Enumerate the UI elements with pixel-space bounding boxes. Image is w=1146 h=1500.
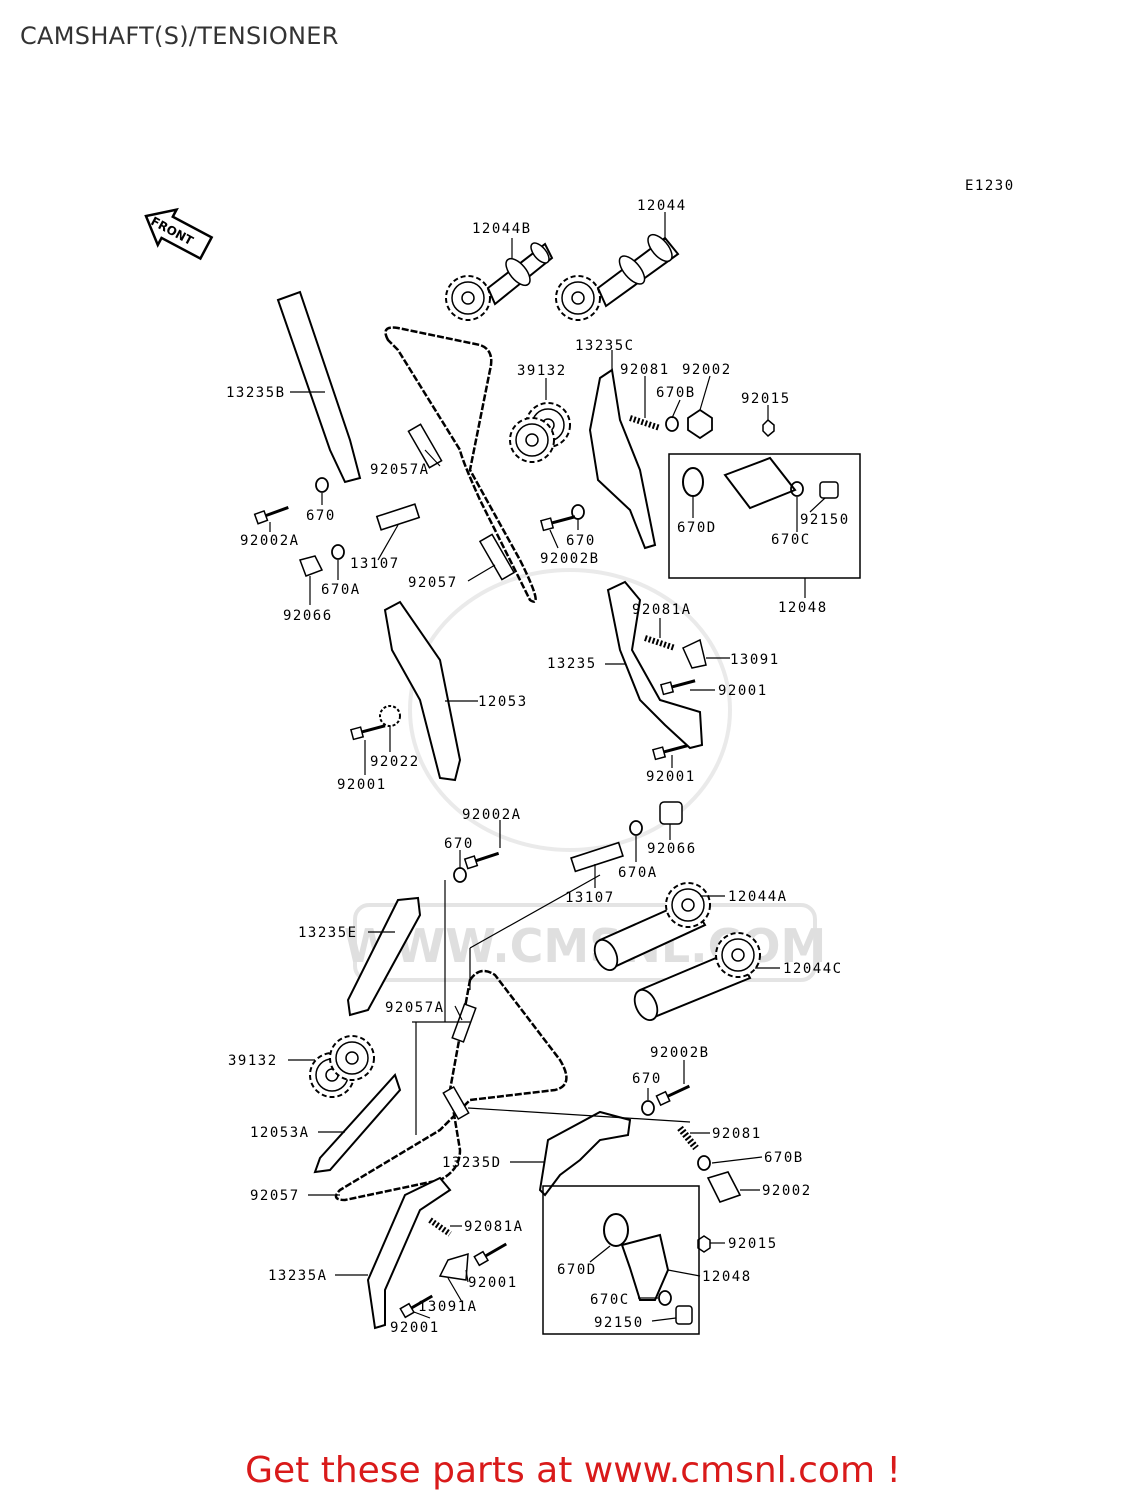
chain-guide-13235E xyxy=(346,896,422,1017)
front-arrow: FRONT xyxy=(144,207,214,261)
part-label: 39132 xyxy=(228,1053,278,1069)
camshaft-12044 xyxy=(555,233,680,321)
part-label: 92001 xyxy=(337,777,387,793)
part-label: 92081A xyxy=(632,602,692,618)
part-label: 92002B xyxy=(540,551,600,567)
part-label: 670 xyxy=(566,533,596,549)
part-label: 12053A xyxy=(250,1125,310,1141)
part-label: 92002 xyxy=(762,1183,812,1199)
part-label: 670B xyxy=(764,1150,804,1166)
part-label: 670B xyxy=(656,385,696,401)
part-label: 92081A xyxy=(464,1219,524,1235)
chain-guide-13235B xyxy=(276,290,362,484)
part-label: 12044C xyxy=(783,961,843,977)
part-label: 12044B xyxy=(472,221,532,237)
part-label: 92057A xyxy=(370,462,430,478)
part-label: 92150 xyxy=(800,512,850,528)
part-label: 13235E xyxy=(298,925,358,941)
part-label: 92001 xyxy=(468,1275,518,1291)
camshaft-12044B xyxy=(445,242,554,321)
part-label: 92001 xyxy=(718,683,768,699)
part-label: 13091A xyxy=(418,1299,478,1315)
part-label: 13235D xyxy=(442,1155,502,1171)
part-label: 92057 xyxy=(408,575,458,591)
part-label: 670D xyxy=(677,520,717,536)
part-label: 670C xyxy=(590,1292,630,1308)
part-label: 13235C xyxy=(575,338,635,354)
chain-guide-12053A xyxy=(313,1073,402,1174)
camshaft-12044C xyxy=(633,932,761,1022)
part-label: 13107 xyxy=(350,556,400,572)
part-label: 92066 xyxy=(283,608,333,624)
part-label: 670 xyxy=(306,508,336,524)
parts-diagram: WWW.CMSNL.COM E1230 FRONT xyxy=(144,178,1015,1336)
page-title: CAMSHAFT(S)/TENSIONER xyxy=(20,22,339,50)
part-label: 12048 xyxy=(778,600,828,616)
tensioner-lever-13235A xyxy=(366,1176,452,1330)
part-label: 670D xyxy=(557,1262,597,1278)
part-label: 92081 xyxy=(620,362,670,378)
part-label: 92002A xyxy=(462,807,522,823)
part-label: 13235A xyxy=(268,1268,328,1284)
part-label: 670A xyxy=(321,582,361,598)
part-label: 92002B xyxy=(650,1045,710,1061)
tensioner-lever-13235 xyxy=(606,580,704,750)
part-label: 13235 xyxy=(547,656,597,672)
part-label: 12053 xyxy=(478,694,528,710)
cam-chain-lower xyxy=(334,969,568,1202)
part-label: 92057A xyxy=(385,1000,445,1016)
part-label: 92150 xyxy=(594,1315,644,1331)
part-label: 12048 xyxy=(702,1269,752,1285)
part-label: 92001 xyxy=(390,1320,440,1336)
part-label: 92015 xyxy=(728,1236,778,1252)
cam-chain-upper xyxy=(384,326,537,603)
tensioner-box-12048-lower xyxy=(542,1185,700,1335)
tensioner-lever-13235D xyxy=(538,1110,632,1197)
part-label: 670 xyxy=(444,836,474,852)
camshaft-12044A xyxy=(593,882,711,972)
leader-lines xyxy=(269,212,826,1322)
part-label: 92066 xyxy=(647,841,697,857)
part-label: 92057 xyxy=(250,1188,300,1204)
part-label: 92081 xyxy=(712,1126,762,1142)
part-label: 670C xyxy=(771,532,811,548)
part-label: 670A xyxy=(618,865,658,881)
tensioner-lever-13235C xyxy=(588,368,657,550)
part-label: 92022 xyxy=(370,754,420,770)
chain-guide-12053 xyxy=(383,600,462,782)
part-label: 39132 xyxy=(517,363,567,379)
part-label: 13107 xyxy=(565,890,615,906)
part-label: 92015 xyxy=(741,391,791,407)
part-label: 670 xyxy=(632,1071,662,1087)
part-label: 13091 xyxy=(730,652,780,668)
part-label: 92002 xyxy=(682,362,732,378)
part-label: 13235B xyxy=(226,385,286,401)
tensioner-box-12048-upper xyxy=(668,453,861,579)
idler-gear-39132 xyxy=(509,402,571,463)
part-label: 12044A xyxy=(728,889,788,905)
part-label: 92002A xyxy=(240,533,300,549)
footer-cta-link[interactable]: Get these parts at www.cmsnl.com ! xyxy=(245,1450,901,1491)
part-label: 12044 xyxy=(637,198,687,214)
figure-code: E1230 xyxy=(965,178,1015,194)
part-labels: 12044 12044B 13235C 39132 92081 92002 67… xyxy=(226,198,850,1336)
part-label: 92001 xyxy=(646,769,696,785)
